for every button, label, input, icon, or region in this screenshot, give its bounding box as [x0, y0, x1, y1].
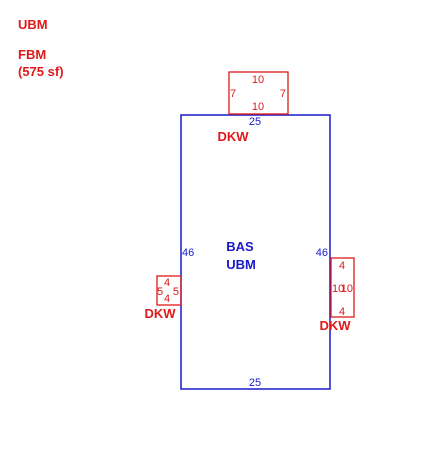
left-addition-outline[interactable]	[156, 275, 182, 306]
right-addition-label: DKW	[319, 318, 351, 333]
top-addition-outline[interactable]	[228, 71, 289, 115]
main-area-top-dim: 25	[249, 116, 261, 128]
left-addition-top-dim: 4	[164, 277, 170, 289]
right-addition-right-dim: 10	[341, 283, 353, 295]
main-area-outline[interactable]	[180, 114, 331, 390]
top-addition-label: DKW	[217, 129, 249, 144]
main-area-code: BAS	[226, 239, 254, 254]
right-addition-top-dim: 4	[339, 260, 345, 272]
legend-ubm: UBM	[18, 17, 48, 32]
right-addition-left-dim: 10	[332, 283, 344, 295]
right-addition-bottom-dim: 4	[339, 306, 345, 318]
left-addition-bottom-dim: 4	[164, 293, 170, 305]
legend-area: (575 sf)	[18, 64, 64, 79]
main-area-right-dim: 46	[316, 247, 328, 259]
top-addition-bottom-dim: 10	[252, 101, 264, 113]
top-addition-left-dim: 7	[230, 88, 236, 100]
right-addition-outline[interactable]	[330, 257, 355, 318]
main-area-left-dim: 46	[182, 247, 194, 259]
main-area-bottom-dim: 25	[249, 377, 261, 389]
top-addition-right-dim: 7	[280, 88, 286, 100]
main-area-sub: UBM	[226, 257, 256, 272]
left-addition-left-dim: 5	[157, 286, 163, 298]
left-addition-label: DKW	[144, 306, 176, 321]
left-addition-right-dim: 5	[173, 286, 179, 298]
top-addition-top-dim: 10	[252, 74, 264, 86]
legend-fbm: FBM	[18, 47, 46, 62]
